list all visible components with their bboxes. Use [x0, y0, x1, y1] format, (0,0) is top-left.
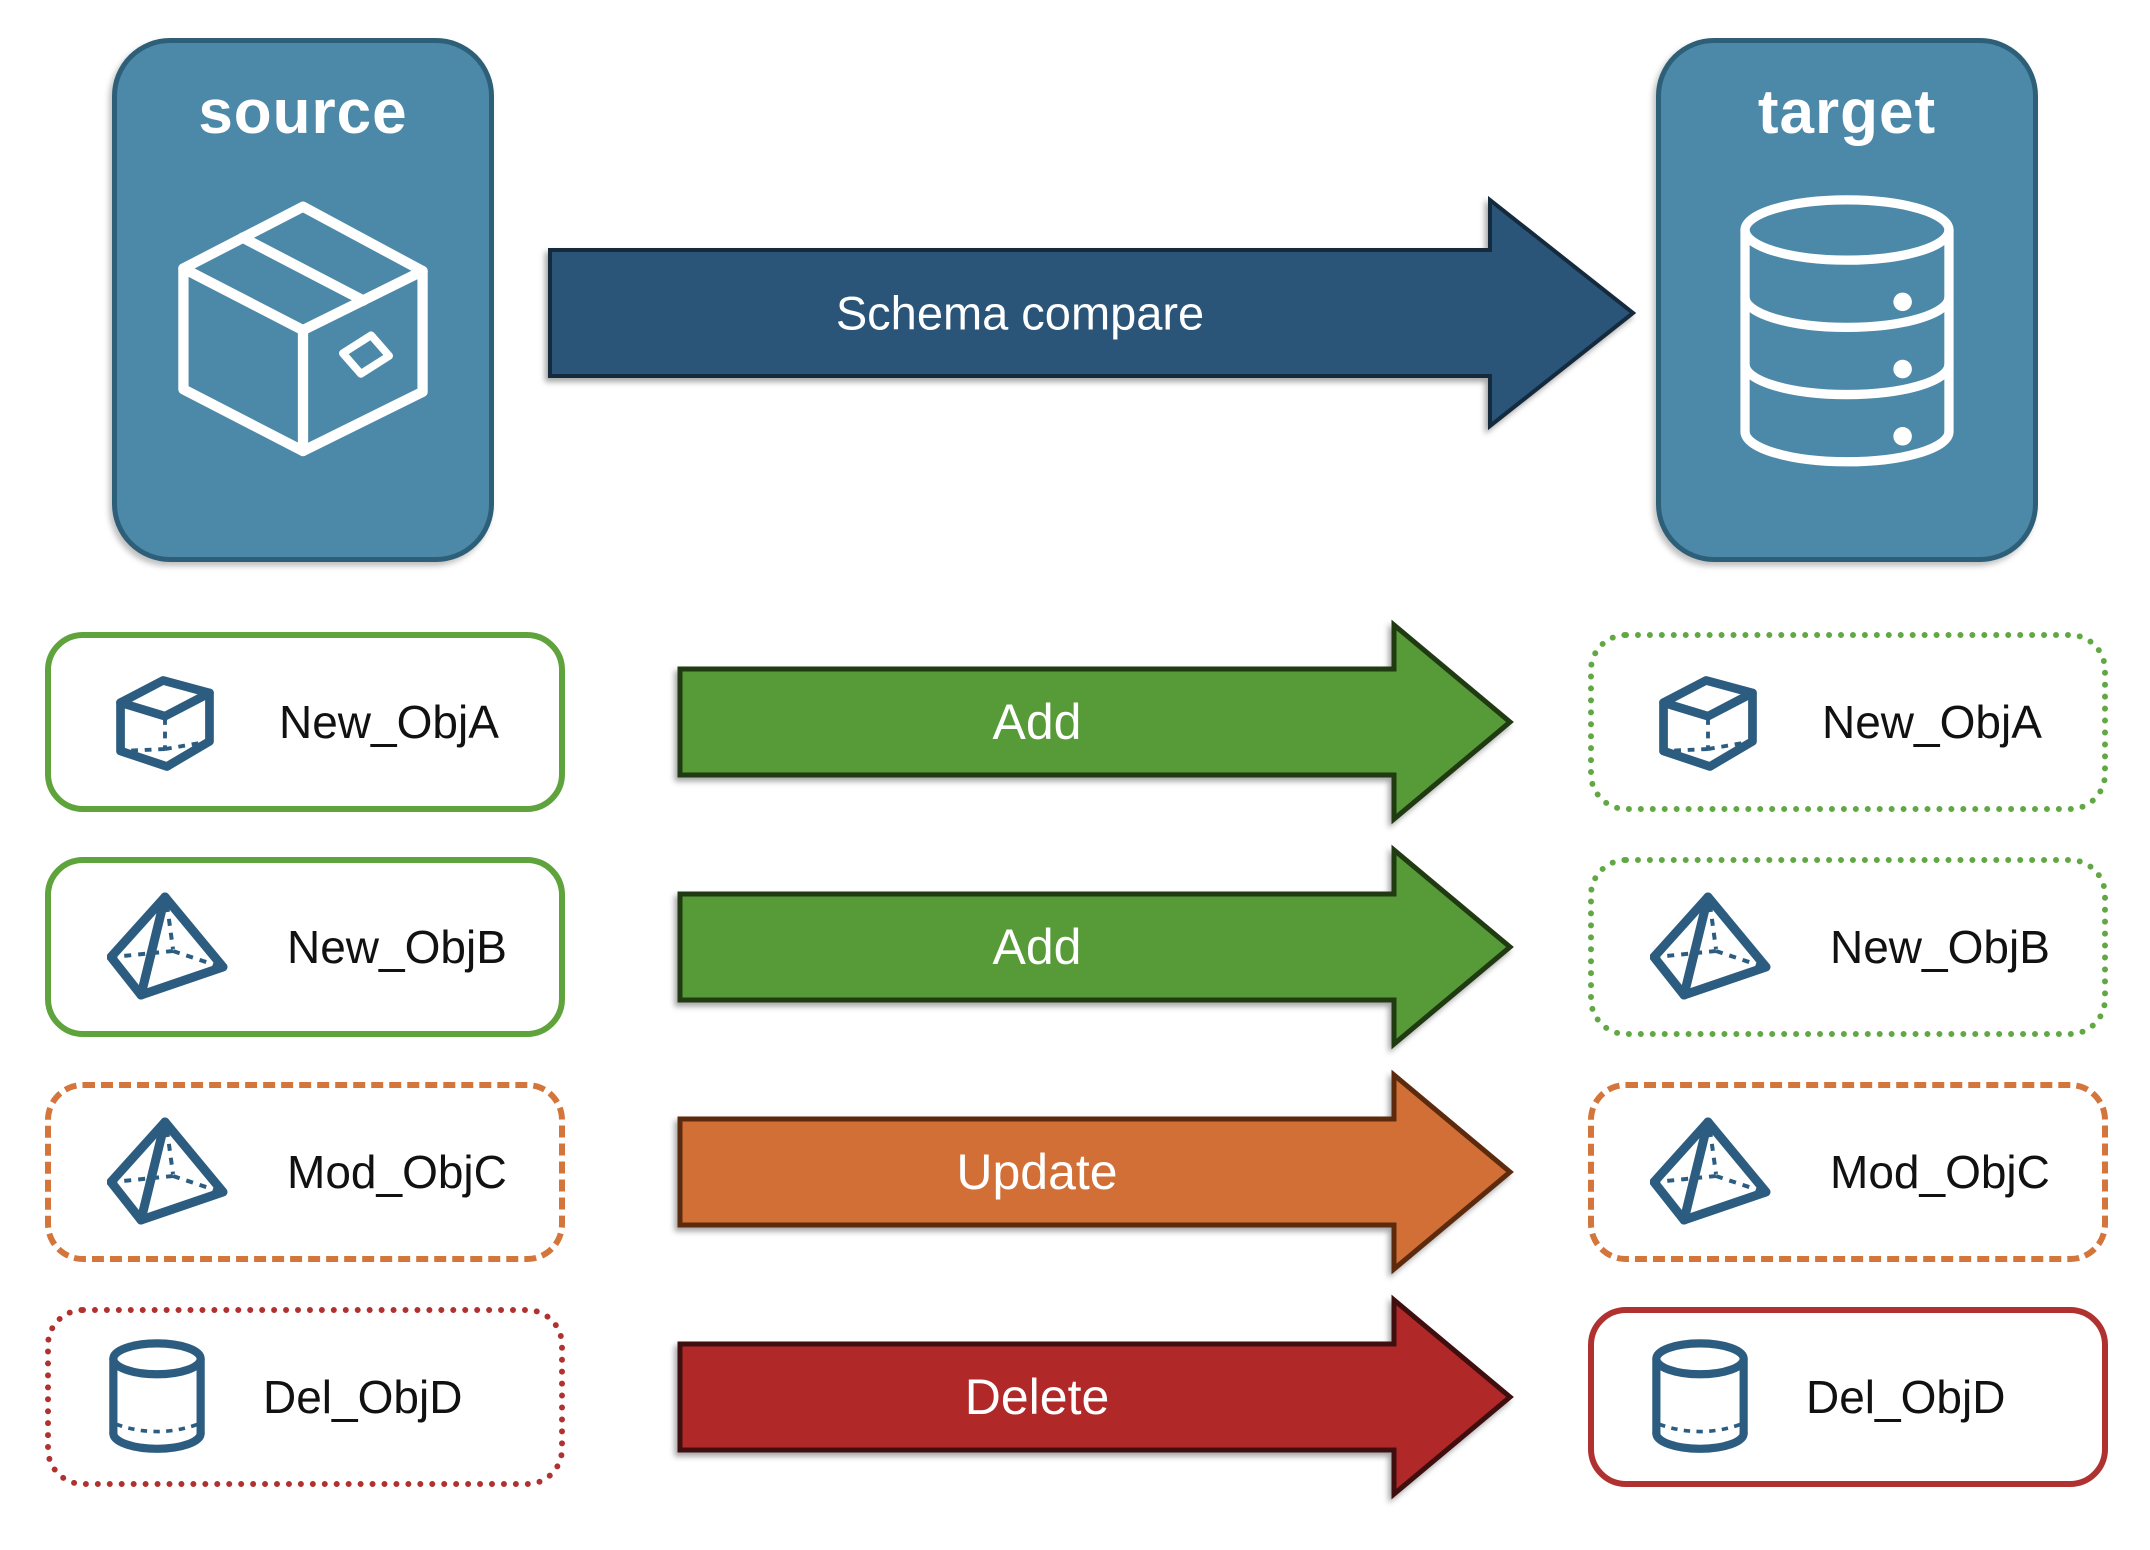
target-object-card-del-objd: Del_ObjD	[1588, 1307, 2108, 1487]
object-label: New_ObjA	[279, 696, 499, 748]
source-object-card-new-obja: New_ObjA	[45, 632, 565, 812]
cylinder-icon	[1652, 1339, 1748, 1453]
add-arrow-shape	[677, 619, 1514, 825]
target-object-card-new-obja: New_ObjA	[1588, 632, 2108, 812]
schema-compare-arrow-label: Schema compare	[836, 287, 1204, 340]
package-box-icon	[178, 201, 428, 457]
add-arrow-shape	[677, 844, 1514, 1050]
cube-icon	[116, 676, 214, 771]
object-label: New_ObjB	[287, 921, 507, 973]
delete-arrow: Delete	[677, 1294, 1514, 1500]
update-arrow-label: Update	[956, 1144, 1117, 1200]
source-card: source	[112, 38, 494, 562]
cube-icon	[1659, 676, 1757, 771]
update-arrow-shape	[677, 1069, 1514, 1275]
object-label: Mod_ObjC	[287, 1146, 507, 1198]
object-label: New_ObjA	[1822, 696, 2042, 748]
cylinder-icon	[109, 1339, 205, 1453]
delete-arrow-shape	[677, 1294, 1514, 1500]
pyramid-icon	[1650, 1117, 1771, 1225]
pyramid-icon	[1650, 892, 1771, 1000]
source-object-card-del-objd: Del_ObjD	[45, 1307, 565, 1487]
object-label: Del_ObjD	[1806, 1371, 2006, 1423]
database-icon	[1740, 195, 1954, 467]
pyramid-icon	[107, 1117, 228, 1225]
update-arrow: Update	[677, 1069, 1514, 1275]
source-title: source	[198, 78, 408, 147]
schema-compare-arrow-shape	[548, 195, 1637, 431]
schema-compare-arrow: Schema compare	[548, 195, 1637, 431]
object-label: Mod_ObjC	[1830, 1146, 2050, 1198]
add-arrow: Add	[677, 619, 1514, 825]
object-label: New_ObjB	[1830, 921, 2050, 973]
delete-arrow-label: Delete	[965, 1369, 1110, 1425]
target-object-card-mod-objc: Mod_ObjC	[1588, 1082, 2108, 1262]
pyramid-icon	[107, 892, 228, 1000]
add-arrow-label: Add	[993, 919, 1082, 975]
source-object-card-new-objb: New_ObjB	[45, 857, 565, 1037]
target-card: target	[1656, 38, 2038, 562]
add-arrow-label: Add	[993, 694, 1082, 750]
source-object-card-mod-objc: Mod_ObjC	[45, 1082, 565, 1262]
target-title: target	[1757, 78, 1937, 147]
add-arrow: Add	[677, 844, 1514, 1050]
object-label: Del_ObjD	[263, 1371, 463, 1423]
target-object-card-new-objb: New_ObjB	[1588, 857, 2108, 1037]
